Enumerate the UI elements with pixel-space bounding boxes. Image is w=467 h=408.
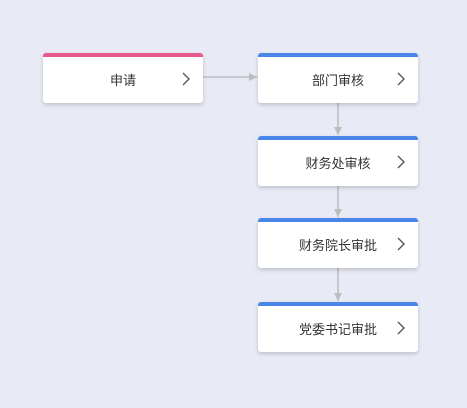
chevron-right-icon — [397, 155, 405, 169]
chevron-right-icon — [182, 72, 190, 86]
flow-node-label: 财务院长审批 — [298, 238, 377, 254]
chevron-right-icon — [397, 321, 405, 335]
flow-node-finance-dean-approval[interactable]: 财务院长审批 — [258, 218, 418, 268]
flow-node-label: 部门审核 — [311, 73, 364, 89]
flow-node-label: 申请 — [109, 73, 136, 89]
flow-node-finance-office-review[interactable]: 财务处审核 — [258, 136, 418, 186]
chevron-right-icon — [397, 237, 405, 251]
flow-node-label: 党委书记审批 — [298, 322, 377, 338]
chevron-right-icon — [397, 72, 405, 86]
flow-node-dept-review[interactable]: 部门审核 — [258, 53, 418, 103]
flow-node-party-secretary-approval[interactable]: 党委书记审批 — [258, 302, 418, 352]
flow-node-label: 财务处审核 — [305, 156, 371, 172]
flow-node-apply[interactable]: 申请 — [43, 53, 203, 103]
